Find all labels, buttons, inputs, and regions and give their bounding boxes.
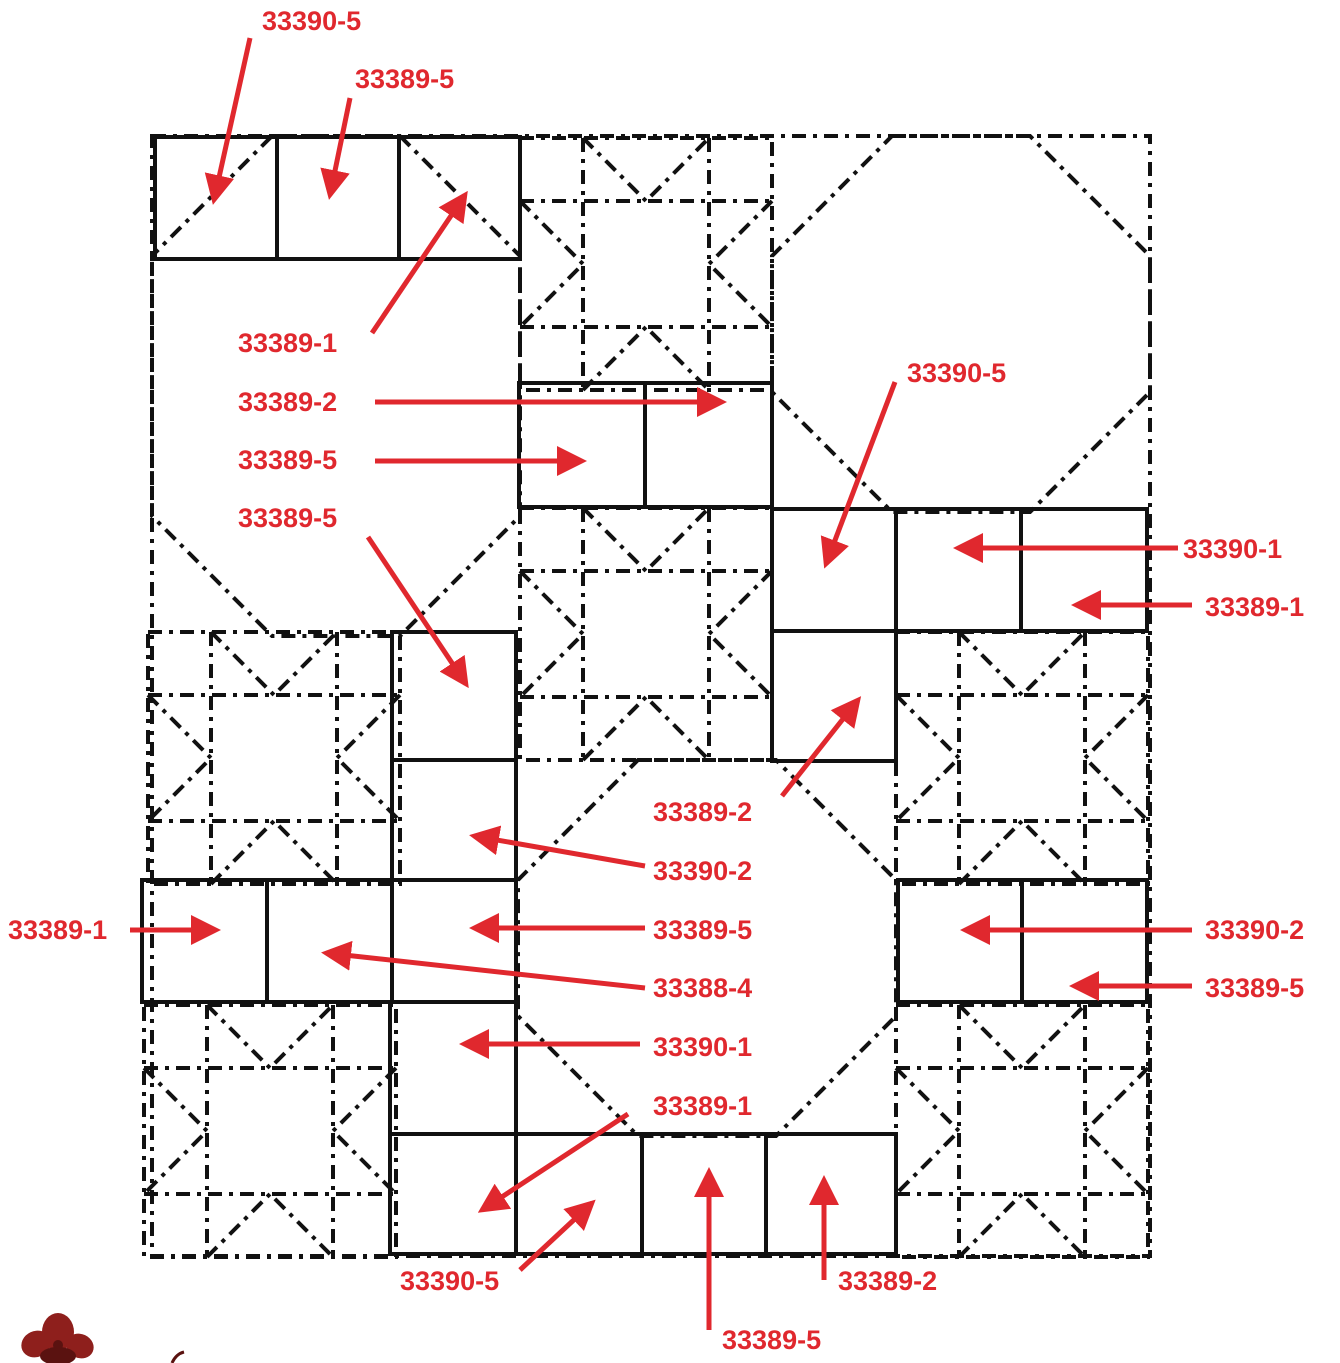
- annotation-arrow: [204, 37, 253, 205]
- star-triangle: [894, 1066, 962, 1196]
- flower-icon: [21, 1313, 185, 1363]
- star-triangle: [581, 136, 711, 204]
- label-right-b: 33389-1: [1205, 592, 1304, 622]
- label-top-second: 33389-5: [355, 64, 454, 94]
- label-bottom-a: 33390-5: [400, 1266, 499, 1296]
- star-triangle: [1082, 1066, 1150, 1196]
- label-right-c: 33390-2: [1205, 915, 1304, 945]
- label-center-f: 33389-1: [653, 1091, 752, 1121]
- star-block: [142, 1003, 398, 1259]
- annotation-arrows: [130, 37, 1192, 1330]
- label-upper-left-d: 33389-5: [238, 503, 337, 533]
- star-block: [518, 506, 774, 762]
- star-triangle: [205, 1191, 335, 1259]
- star-triangle: [209, 818, 339, 886]
- star-block: [894, 630, 1150, 886]
- solid-rail-block: [140, 878, 269, 1004]
- star-triangle: [518, 199, 586, 329]
- star-triangle: [581, 506, 711, 574]
- annotation-arrow: [321, 940, 646, 991]
- solid-block-layer: [140, 135, 1149, 1256]
- label-right-d: 33389-5: [1205, 973, 1304, 1003]
- solid-rail-block: [514, 1132, 644, 1256]
- label-upper-right: 33390-5: [907, 358, 1006, 388]
- solid-rail-block: [397, 135, 522, 261]
- label-top-left: 33390-5: [262, 6, 361, 36]
- star-triangle: [209, 630, 339, 698]
- annotation-arrow: [369, 190, 468, 335]
- octagon-block: [770, 134, 1152, 514]
- solid-rail-block: [390, 878, 518, 1004]
- solid-rail-block: [894, 507, 1023, 633]
- solid-rail-block: [1019, 507, 1149, 633]
- solid-rail-block: [390, 758, 518, 882]
- annotation-labels: 33390-5 33389-5 33389-1 33389-2 33389-5 …: [8, 6, 1304, 1355]
- label-bottom-b: 33389-2: [838, 1266, 937, 1296]
- star-triangle: [146, 693, 214, 823]
- label-center-a: 33389-2: [653, 797, 752, 827]
- star-triangle: [581, 694, 711, 762]
- label-center-e: 33390-1: [653, 1032, 752, 1062]
- star-triangle: [205, 1003, 335, 1071]
- label-upper-left-c: 33389-5: [238, 445, 337, 475]
- star-block: [146, 630, 402, 886]
- star-triangle: [518, 569, 586, 699]
- star-triangle: [1082, 693, 1150, 823]
- annotation-arrow: [365, 535, 469, 689]
- label-center-b: 33390-2: [653, 856, 752, 886]
- star-triangle: [894, 693, 962, 823]
- label-upper-left-a: 33389-1: [238, 328, 337, 358]
- annotation-arrow: [469, 825, 646, 869]
- solid-rail-block: [643, 381, 774, 509]
- star-triangle: [706, 199, 774, 329]
- star-triangle: [706, 569, 774, 699]
- annotation-arrow: [820, 381, 898, 569]
- solid-rail-block: [770, 629, 898, 763]
- star-triangle: [957, 818, 1087, 886]
- label-right-a: 33390-1: [1183, 534, 1282, 564]
- star-triangle: [957, 1003, 1087, 1071]
- solid-rail-block: [388, 1000, 518, 1136]
- star-triangle: [581, 324, 711, 392]
- annotation-arrow: [518, 1199, 596, 1272]
- annotation-arrow: [320, 97, 353, 200]
- solid-rail-block: [770, 507, 898, 633]
- star-triangle: [957, 1191, 1087, 1259]
- label-center-d: 33388-4: [653, 973, 752, 1003]
- label-upper-left-b: 33389-2: [238, 387, 337, 417]
- solid-rail-block: [764, 1132, 898, 1256]
- annotation-arrow: [780, 696, 862, 798]
- solid-rail-block: [390, 630, 518, 762]
- label-left-row: 33389-1: [8, 915, 107, 945]
- star-triangle: [330, 1066, 398, 1196]
- solid-rail-block: [896, 878, 1024, 1004]
- star-block: [518, 136, 774, 392]
- solid-rail-block: [1020, 878, 1149, 1004]
- star-block: [894, 1003, 1150, 1259]
- solid-rail-block: [640, 1132, 768, 1256]
- label-bottom-c: 33389-5: [722, 1325, 821, 1355]
- octagon-block: [150, 134, 522, 638]
- annotation-arrow: [477, 1111, 630, 1213]
- star-triangle: [957, 630, 1087, 698]
- dashed-pattern-layer: [142, 134, 1152, 1259]
- solid-rail-block: [265, 878, 394, 1004]
- solid-rail-block: [388, 1132, 518, 1256]
- label-center-c: 33389-5: [653, 915, 752, 945]
